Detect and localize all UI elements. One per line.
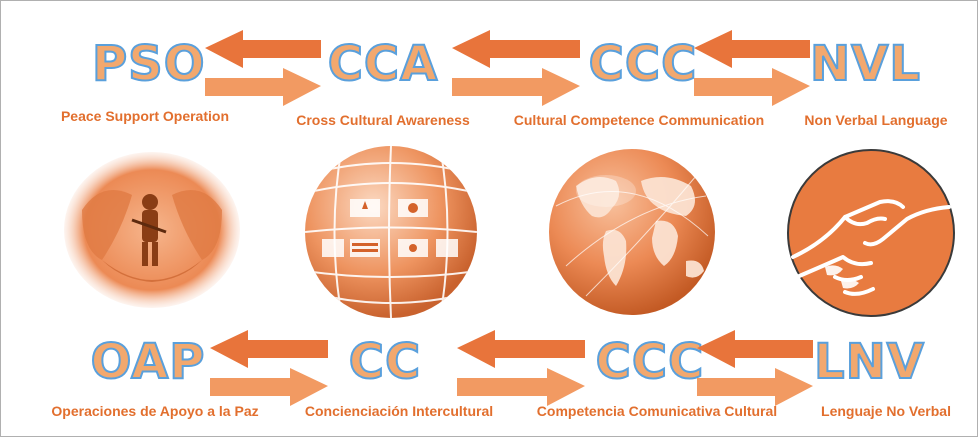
arrow-pair-2-top [452, 30, 580, 106]
handshake-icon [787, 149, 955, 317]
arrow-right [210, 368, 328, 406]
arrow-pair-3-bottom [697, 330, 813, 406]
label-cca: Cross Cultural Awareness [296, 112, 470, 128]
arrow-right [457, 368, 585, 406]
acronym-cca: CCA [327, 36, 439, 92]
arrow-right [697, 368, 813, 406]
label-cc: Concienciación Intercultural [304, 403, 494, 419]
acronym-ccc-bottom: CCC [595, 334, 705, 390]
arrow-right [205, 68, 321, 106]
label-lnv: Lenguaje No Verbal [821, 403, 951, 419]
label-oap: Operaciones de Apoyo a la Paz [51, 403, 259, 419]
acronym-nvl: NVL [809, 36, 921, 92]
arrow-left [697, 330, 813, 368]
flag-globe-icon [305, 146, 477, 318]
soldier-in-hands-icon [64, 152, 240, 308]
acronym-cc: CC [348, 334, 422, 390]
acronym-pso: PSO [91, 36, 206, 92]
arrow-right [694, 68, 810, 106]
label-pso: Peace Support Operation [60, 108, 230, 124]
label-nvl: Non Verbal Language [804, 112, 948, 128]
arrow-left [205, 30, 321, 68]
arrow-pair-1-top [205, 30, 321, 106]
arrow-left [452, 30, 580, 68]
arrow-pair-3-top [694, 30, 810, 106]
label-ccc-bottom: Competencia Comunicativa Cultural [536, 403, 778, 419]
arrow-pair-1-bottom [210, 330, 328, 406]
label-ccc-top: Cultural Competence Communication [513, 112, 765, 128]
arrow-right [452, 68, 580, 106]
acronym-lnv: LNV [813, 334, 925, 390]
world-globe-icon [549, 149, 715, 315]
arrow-left [457, 330, 585, 368]
arrow-pair-2-bottom [457, 330, 585, 406]
arrow-left [694, 30, 810, 68]
acronym-ccc-top: CCC [588, 36, 698, 92]
arrow-left [210, 330, 328, 368]
acronym-oap: OAP [90, 334, 206, 390]
